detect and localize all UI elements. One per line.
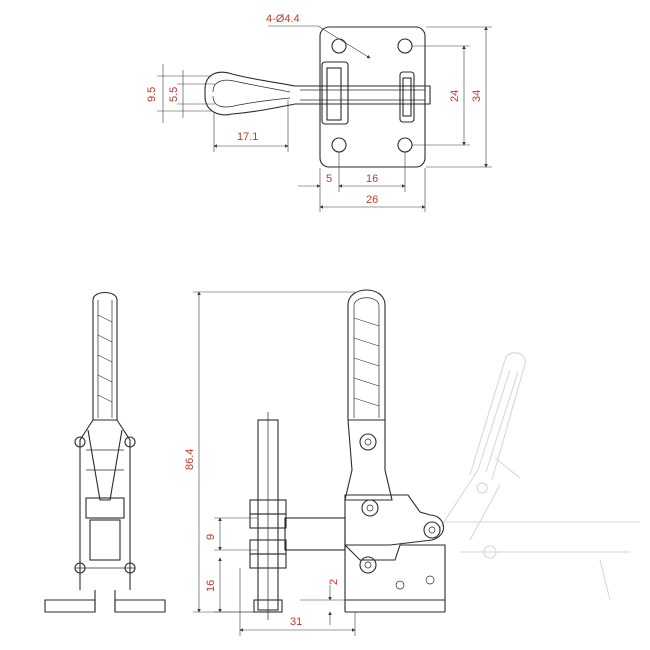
upper-arm	[344, 419, 393, 501]
mounting-hole	[331, 137, 347, 153]
dim-34: 34	[471, 90, 483, 102]
end-view-handle	[92, 291, 118, 421]
pivot-pin	[402, 77, 412, 117]
linkage-plate	[344, 494, 444, 546]
side-view-handle	[347, 289, 386, 420]
dim-2: 2	[328, 579, 340, 585]
handle-arm	[204, 71, 431, 116]
end-view-linkage	[79, 419, 131, 590]
top-view: 4-Ø4.4 9.5 5.5 17.1 24 34 5 16	[146, 13, 492, 212]
handle-grip	[212, 79, 291, 108]
dim-9: 9	[205, 534, 217, 540]
dim-24: 24	[449, 90, 461, 102]
bracket	[399, 71, 415, 123]
dim-16-top: 16	[366, 173, 378, 185]
dim-17-1: 17.1	[237, 131, 258, 143]
dim-16-side: 16	[205, 580, 217, 592]
base-body	[344, 543, 446, 601]
mounting-hole	[397, 38, 413, 54]
dim-86-4: 86.4	[184, 449, 196, 470]
dim-5-5: 5.5	[168, 87, 180, 102]
clamp-arm	[284, 517, 346, 551]
mounting-hole	[331, 38, 347, 54]
base-plate	[319, 26, 426, 168]
end-view-base	[44, 599, 166, 613]
bracket	[321, 61, 349, 125]
holes-dimension: 4-Ø4.4	[266, 13, 300, 25]
end-view	[44, 291, 166, 613]
dim-31: 31	[290, 616, 302, 628]
side-view: 86.4 9 16 2 31	[184, 289, 640, 636]
dim-5: 5	[326, 173, 332, 185]
mounting-hole	[397, 137, 413, 153]
spindle-tip	[253, 599, 283, 613]
dim-26: 26	[366, 194, 378, 206]
dim-9-5: 9.5	[146, 87, 158, 102]
spindle-block	[326, 67, 342, 121]
open-position-ghost	[439, 352, 640, 601]
